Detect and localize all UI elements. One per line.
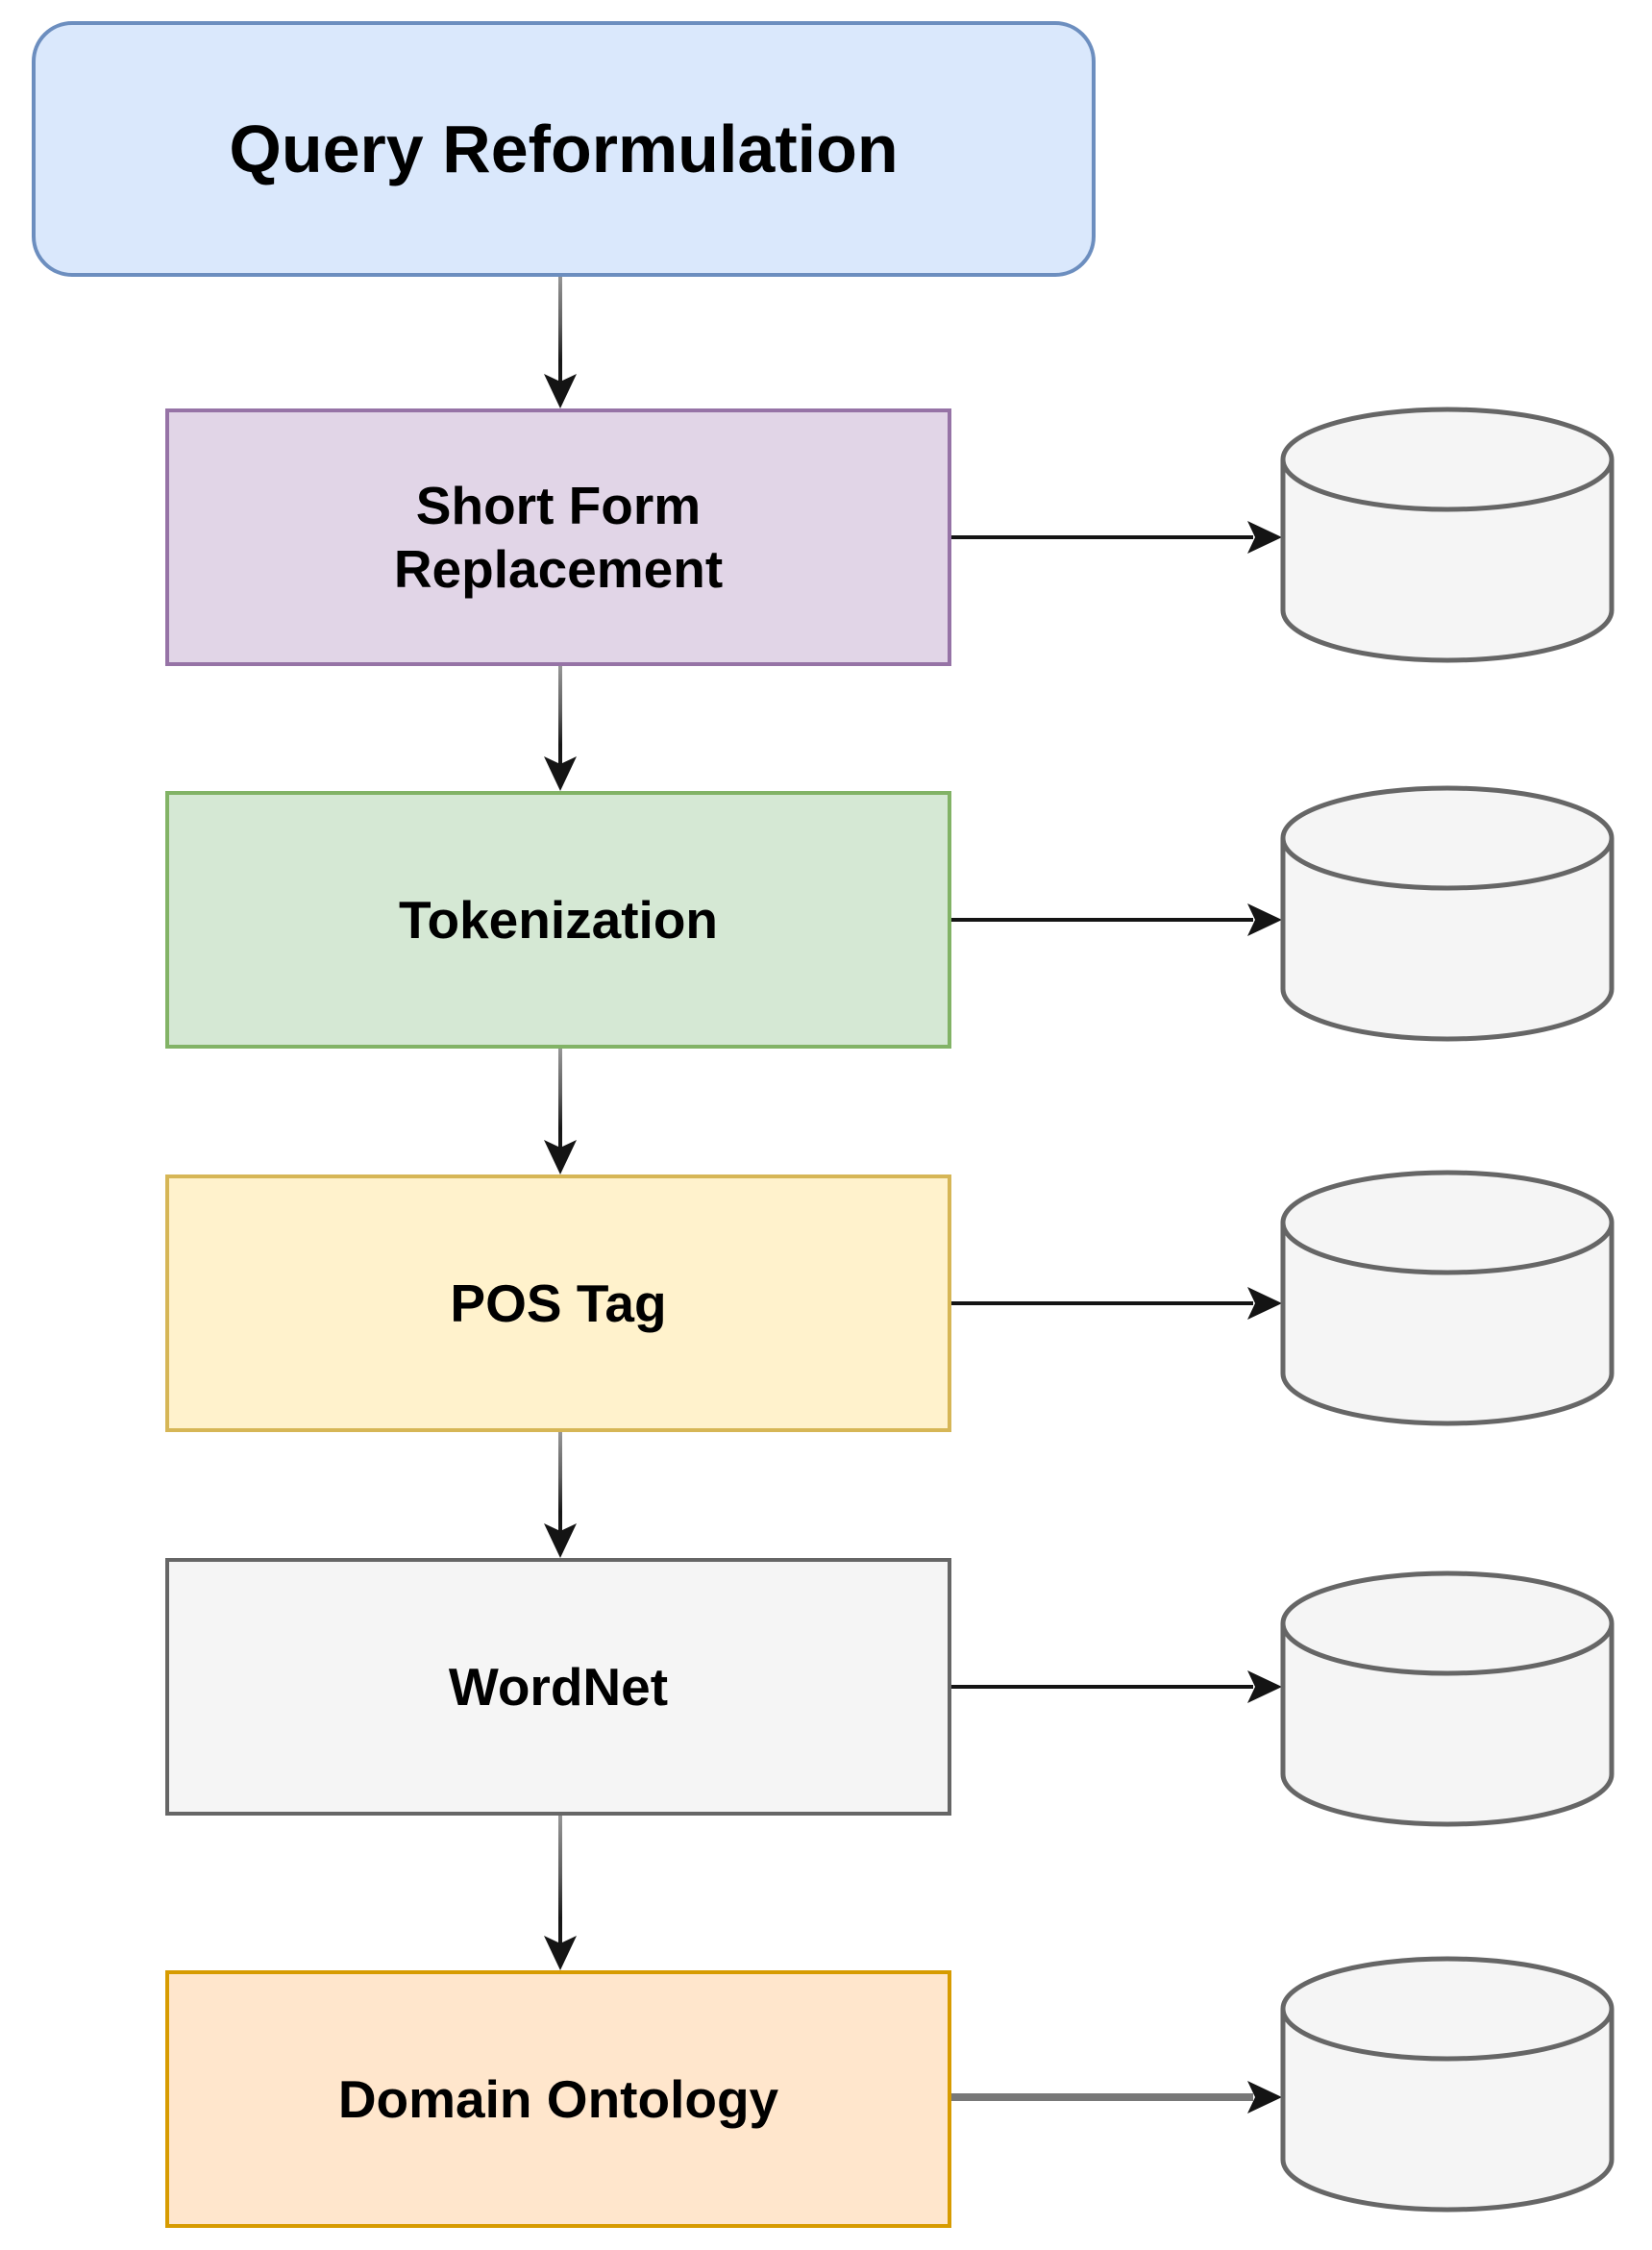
arrow-tokenization-to-database bbox=[951, 903, 1282, 936]
arrow-domain-ontology-to-database bbox=[951, 2081, 1282, 2114]
database-cylinder-pos-tag bbox=[1283, 1173, 1612, 1423]
node-short-form-replacement-label: Short Form Replacement bbox=[393, 476, 724, 599]
arrow-short-form-to-database bbox=[951, 521, 1282, 554]
node-domain-ontology: Domain Ontology bbox=[165, 1970, 951, 2228]
node-domain-ontology-label: Domain Ontology bbox=[337, 2069, 779, 2129]
node-pos-tag-label: POS Tag bbox=[450, 1273, 667, 1333]
node-query-reformulation-label: Query Reformulation bbox=[229, 111, 899, 186]
arrow-wordnet-to-database bbox=[951, 1670, 1282, 1703]
node-pos-tag: POS Tag bbox=[165, 1174, 951, 1432]
arrow-pos-tag-to-database bbox=[951, 1287, 1282, 1320]
database-cylinder-tokenization bbox=[1283, 788, 1612, 1039]
arrow-tokenization-to-pos-tag bbox=[544, 1049, 577, 1174]
database-cylinder-domain-ontology bbox=[1283, 1959, 1612, 2210]
node-wordnet: WordNet bbox=[165, 1558, 951, 1816]
database-cylinder-short-form bbox=[1283, 409, 1612, 660]
node-wordnet-label: WordNet bbox=[448, 1657, 669, 1717]
database-cylinder-wordnet bbox=[1283, 1573, 1612, 1824]
arrow-query-to-short-form bbox=[544, 276, 577, 408]
node-tokenization-label: Tokenization bbox=[398, 890, 719, 950]
arrow-wordnet-to-domain-ontology bbox=[544, 1816, 577, 1970]
node-query-reformulation: Query Reformulation bbox=[32, 21, 1096, 277]
arrow-pos-tag-to-wordnet bbox=[544, 1432, 577, 1558]
arrow-short-form-to-tokenization bbox=[544, 666, 577, 791]
node-short-form-replacement: Short Form Replacement bbox=[165, 408, 951, 666]
node-tokenization: Tokenization bbox=[165, 791, 951, 1049]
